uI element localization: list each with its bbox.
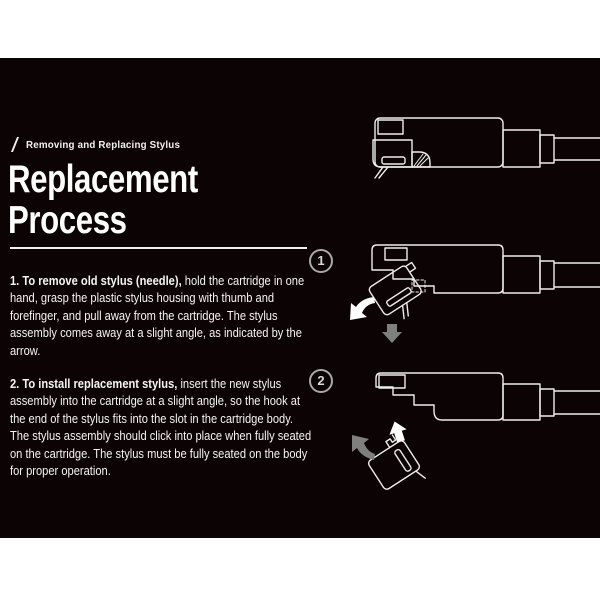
headshell-connector — [502, 129, 541, 168]
grip-hatching — [413, 153, 429, 167]
divider-rule — [10, 247, 307, 249]
page-title: Replacement Process — [8, 159, 198, 241]
step-1-body: hold the cartridge in one hand, grasp th… — [10, 273, 305, 358]
collar-ring — [539, 260, 555, 290]
cartridge-tab — [377, 119, 404, 135]
detached-stylus-assembly — [368, 261, 422, 320]
white-up-arrow-icon — [389, 421, 407, 443]
cartridge-body — [375, 372, 504, 421]
step-1-marker: 1 — [309, 249, 333, 273]
cartridge-tab — [384, 247, 408, 261]
step-1-paragraph: 1. To remove old stylus (needle), hold t… — [10, 273, 313, 361]
step-2-marker: 2 — [309, 369, 333, 393]
step-2-lead: 2. To install replacement stylus, — [10, 376, 178, 391]
black-panel: Removing and Replacing Stylus Replacemen… — [0, 58, 600, 538]
stylus-removal-diagram — [350, 244, 600, 343]
stylus-housing — [372, 139, 413, 168]
cartridge-tab — [378, 374, 406, 389]
stylus-installation-diagram — [352, 372, 600, 490]
stylus-slot — [381, 156, 406, 165]
step-2-paragraph: 2. To install replacement stylus, insert… — [10, 376, 313, 482]
stylus-needle — [374, 166, 389, 179]
white-curved-arrow-icon — [350, 297, 375, 320]
step-1-lead: 1. To remove old stylus (needle), — [10, 273, 182, 288]
collar-ring — [539, 134, 555, 164]
new-stylus-assembly — [367, 434, 426, 490]
gray-curved-arrow-icon — [352, 435, 375, 460]
cartridge-body — [374, 117, 504, 168]
section-kicker: Removing and Replacing Stylus — [26, 139, 181, 151]
tonearm-tube — [553, 390, 600, 415]
grip-block — [411, 151, 431, 168]
cartridge-body — [371, 244, 504, 294]
headshell-connector — [502, 383, 541, 421]
gray-down-arrow-icon — [382, 324, 402, 343]
headshell-connector — [502, 255, 541, 294]
page-title-line2: Process — [8, 199, 127, 242]
tonearm-tube — [553, 262, 600, 288]
cartridge-assembled-diagram — [372, 117, 600, 179]
tonearm-tube — [553, 137, 600, 161]
collar-ring — [539, 388, 555, 417]
hook-slot-dashed — [411, 279, 426, 293]
slash-icon — [10, 137, 20, 152]
step-2-body: insert the new stylus assembly into the … — [10, 376, 312, 479]
page-title-line1: Replacement — [8, 158, 198, 201]
